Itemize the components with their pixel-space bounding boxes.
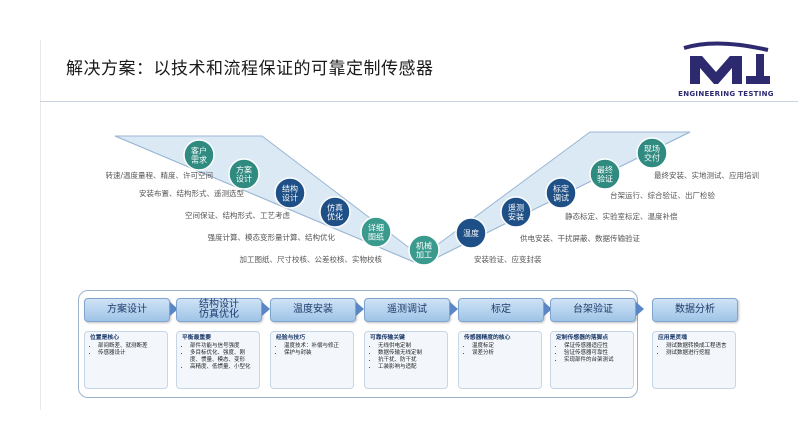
- left-step-description: 转速/温度量程、精度、许可空间: [105, 170, 213, 180]
- svg-text:加工: 加工: [416, 250, 432, 260]
- stage-detail-item: 温度标定: [472, 343, 536, 350]
- stage-arrow: [170, 302, 178, 316]
- svg-text:标定: 标定: [553, 184, 569, 194]
- stage-detail: 应用是灵魂测试数据转换成工程语言测试数据进行挖掘: [652, 331, 736, 389]
- stage-header: 数据分析: [652, 298, 738, 322]
- stage-detail-item: 部件功能与信号强度: [190, 343, 254, 350]
- left-step-description: 强度计算、模态变形量计算、结构优化: [208, 232, 336, 242]
- page-title: 解决方案：以技术和流程保证的可靠定制传感器: [66, 59, 434, 79]
- svg-text:需求: 需求: [191, 155, 207, 165]
- stage-detail-item: 多目标优化、强度、刚度、惯量、模态、变形: [190, 350, 254, 364]
- svg-text:优化: 优化: [327, 212, 343, 222]
- svg-text:机械: 机械: [416, 241, 432, 251]
- svg-text:温度: 温度: [463, 228, 479, 238]
- left-step-description: 安装布置、结构形式、遥测选型: [139, 188, 244, 198]
- svg-text:调试: 调试: [553, 193, 569, 203]
- svg-text:方案: 方案: [236, 165, 252, 175]
- stage-bubble: 方案设计: [228, 158, 260, 190]
- stage-detail-title: 经验与技巧: [276, 335, 305, 341]
- stage-detail-item: 验证传感器可靠性: [564, 350, 628, 357]
- stage-header: 遥测调试: [364, 298, 450, 322]
- left-step-description: 加工图纸、尺寸校核、公差校核、实物校核: [240, 254, 383, 264]
- stage-arrow: [262, 302, 270, 316]
- stage-detail: 位置是核心部间断差、就测断差传感器设计: [84, 331, 168, 389]
- stage-detail-item: 保证传感器适应性: [564, 343, 628, 350]
- stage-detail-title: 平衡最重要: [182, 335, 211, 341]
- right-step-description: 安装验证、应变封装: [474, 254, 542, 264]
- stage-detail-title: 应用是灵魂: [658, 335, 687, 341]
- stage-header: 方案设计: [84, 298, 170, 322]
- stage-header: 结构设计 仿真优化: [176, 298, 262, 322]
- stage-detail: 经验与技巧温度技术：补偿与修正保护与封装: [270, 331, 354, 389]
- stage-detail-item: 无线供电定制: [378, 343, 442, 350]
- header-rule: [40, 101, 798, 102]
- right-step-description: 供电安装、干扰屏蔽、数据传输验证: [520, 233, 640, 243]
- svg-text:安装: 安装: [508, 212, 524, 222]
- stage-detail-item: 测试数据进行挖掘: [666, 350, 730, 357]
- svg-text:详细: 详细: [368, 223, 384, 233]
- stage-detail-title: 位置是核心: [90, 335, 119, 341]
- svg-text:交付: 交付: [644, 153, 660, 163]
- right-step-description: 静态标定、实验室标定、温度补偿: [565, 211, 678, 221]
- stage-arrow: [356, 302, 364, 316]
- stage-arrow: [544, 302, 552, 316]
- stage-header: 台架验证: [550, 298, 636, 322]
- stage-detail-item: 工装影响与适配: [378, 364, 442, 371]
- stage-detail-item: 数据传输无线定制: [378, 350, 442, 357]
- stage-detail-title: 可靠传输关键: [370, 335, 405, 341]
- stage-detail: 可靠传输关键无线供电定制数据传输无线定制抗干扰、防干扰工装影响与适配: [364, 331, 448, 389]
- stage-detail-item: 保护与封装: [284, 350, 348, 357]
- svg-text:客户: 客户: [191, 146, 207, 156]
- stage-header: 标定: [458, 298, 544, 322]
- stage-detail-item: 部间断差、就测断差: [98, 343, 162, 350]
- svg-text:结构: 结构: [282, 184, 298, 194]
- stage-header: 温度安装: [270, 298, 356, 322]
- stage-detail-item: 实现部件的台架测试: [564, 357, 628, 364]
- svg-text:设计: 设计: [236, 174, 252, 184]
- stage-detail: 传感器精度的核心温度标定误差分析: [458, 331, 542, 389]
- stage-detail: 平衡最重要部件功能与信号强度多目标优化、强度、刚度、惯量、模态、变形高精度、低惯…: [176, 331, 260, 389]
- stage-detail-title: 定制传感器的落脚点: [556, 335, 609, 341]
- stage-detail-item: 温度技术：补偿与修正: [284, 343, 348, 350]
- stage-frame: [78, 290, 638, 398]
- svg-text:现场: 现场: [644, 145, 660, 154]
- stage-bubble: 结构设计: [274, 177, 306, 209]
- stage-arrow: [636, 302, 644, 316]
- stage-detail-item: 误差分析: [472, 350, 536, 357]
- logo-tagline: ENGINEERING TESTING: [678, 90, 774, 98]
- stage-bubble: 仿真优化: [319, 196, 351, 228]
- svg-text:验证: 验证: [597, 174, 613, 184]
- right-step-description: 最终安装、实地测试、应用培训: [654, 170, 759, 180]
- stage-detail-item: 测试数据转换成工程语言: [666, 343, 730, 350]
- svg-text:最终: 最终: [597, 165, 613, 175]
- stage-detail-title: 传感器精度的核心: [464, 335, 511, 341]
- svg-text:遥测: 遥测: [508, 203, 524, 213]
- left-step-description: 空间保证、结构形式、工艺考虑: [185, 210, 290, 220]
- left-margin-line: [40, 40, 41, 410]
- company-logo: [683, 41, 770, 84]
- stage-bubble: 温度: [455, 217, 487, 249]
- svg-text:图纸: 图纸: [368, 232, 384, 242]
- stage-detail-item: 高精度、低惯量、小型化: [190, 364, 254, 371]
- svg-text:仿真: 仿真: [327, 203, 343, 213]
- stage-detail-item: 抗干扰、防干扰: [378, 357, 442, 364]
- stage-arrow: [450, 302, 458, 316]
- stage-detail: 定制传感器的落脚点保证传感器适应性验证传感器可靠性实现部件的台架测试: [550, 331, 634, 389]
- stage-detail-item: 传感器设计: [98, 350, 162, 357]
- svg-text:设计: 设计: [282, 193, 298, 203]
- right-step-description: 台架运行、综合验证、出厂检验: [610, 190, 715, 200]
